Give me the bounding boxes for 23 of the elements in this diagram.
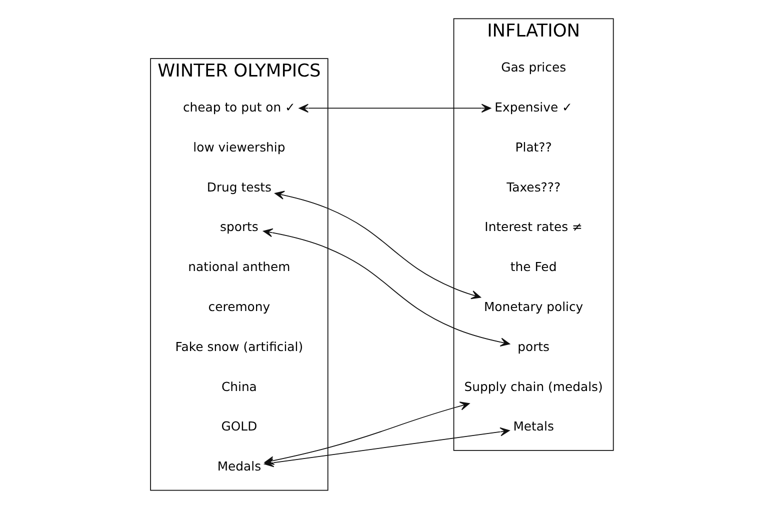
- node-text: sports: [220, 219, 258, 234]
- node-text: Monetary policy: [483, 298, 583, 314]
- node-text: Supply chain (medals): [464, 378, 602, 394]
- node-text: low viewership: [192, 139, 285, 154]
- node-text: Taxes???: [506, 179, 560, 194]
- node-text: Metals: [512, 418, 554, 434]
- node-text: GOLD: [220, 418, 257, 434]
- node-text: ceremony: [208, 298, 270, 314]
- node-text: Gas prices: [500, 60, 566, 75]
- node-text: China: [220, 378, 256, 394]
- node-text: national anthem: [188, 259, 290, 274]
- node-text: ports: [517, 338, 550, 354]
- node-text: Medals: [216, 458, 261, 474]
- node-text: Expensive ✓: [494, 99, 572, 114]
- arrow: [262, 228, 510, 347]
- arrow: [298, 104, 491, 113]
- arrow: [274, 190, 480, 300]
- node-text: Drug tests: [206, 179, 272, 194]
- node-text: Interest rates ≠: [484, 219, 582, 234]
- node-text: Plat??: [514, 139, 552, 154]
- node-text: cheap to put on ✓: [182, 99, 295, 114]
- node-text: Fake snow (artificial): [174, 338, 303, 354]
- node-text: the Fed: [510, 259, 556, 274]
